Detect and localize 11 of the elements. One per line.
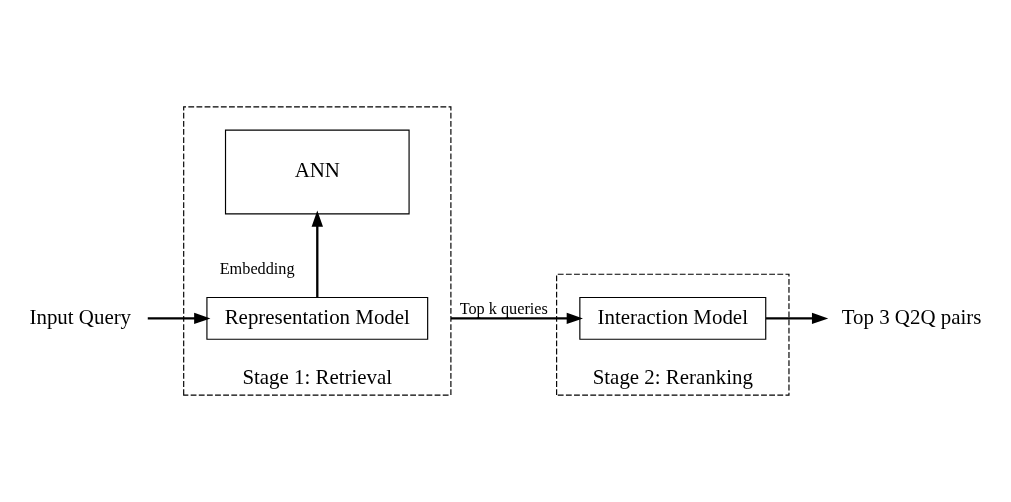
node-box: Interaction Model: [579, 296, 767, 340]
edge-label: Embedding: [219, 260, 295, 279]
arrow: [766, 312, 829, 325]
arrow: [311, 210, 323, 298]
node-box: ANN: [224, 129, 410, 215]
node-text: Input Query: [29, 304, 132, 329]
edge-label: Top k queries: [459, 299, 548, 318]
arrow: [450, 312, 583, 325]
node-text: Top 3 Q2Q pairs: [841, 304, 982, 329]
node-box: Representation Model: [206, 296, 429, 340]
arrow: [147, 312, 211, 325]
